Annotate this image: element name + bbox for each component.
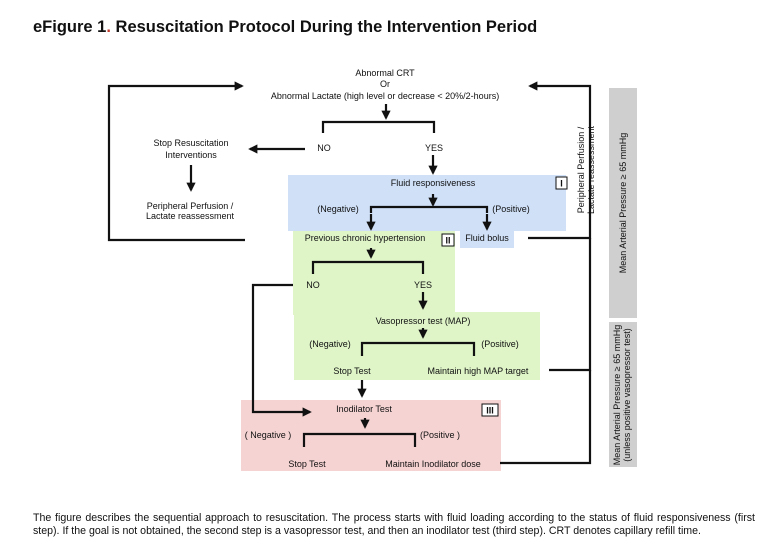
start-line2: Or bbox=[380, 79, 390, 89]
arrow-step2-no-to-step3 bbox=[251, 283, 312, 417]
map-bottom-line2: (unless positive vasopressor test) bbox=[622, 328, 632, 462]
start-line1: Abnormal CRT bbox=[355, 68, 415, 78]
start-line3: Abnormal Lactate (high level or decrease… bbox=[271, 91, 499, 101]
figure-label: eFigure 1 bbox=[33, 18, 107, 36]
loop-right-back-to-start bbox=[528, 81, 592, 240]
step2-title: Previous chronic hypertension bbox=[305, 233, 426, 243]
connector-step2-split bbox=[311, 260, 425, 274]
connector-maintain-inodilator-to-sidebar bbox=[500, 370, 592, 465]
reassess-right-line2: Lactate reassessment bbox=[586, 125, 596, 214]
step1-fluid-bolus: Fluid bolus bbox=[465, 233, 509, 243]
step2-positive: (Positive) bbox=[481, 339, 519, 349]
map-sidebar-bottom bbox=[609, 322, 637, 467]
figure-title-text: Resuscitation Protocol During the Interv… bbox=[110, 18, 538, 36]
maintain-inodilator-dose: Maintain Inodilator dose bbox=[385, 459, 481, 469]
step3-badge bbox=[481, 403, 499, 417]
stop-line2: Interventions bbox=[165, 150, 217, 160]
title-separator: . bbox=[106, 18, 111, 36]
step1-negative: (Negative) bbox=[317, 204, 359, 214]
figure-title: eFigure 1. Resuscitation Protocol During… bbox=[33, 18, 537, 37]
map-bottom-line1: Mean Arterial Pressure ≥ 65 mmHg bbox=[612, 325, 622, 466]
step1-title: Fluid responsiveness bbox=[391, 178, 476, 188]
step2-stop-test: Stop Test bbox=[333, 366, 371, 376]
step3-title: Inodilator Test bbox=[336, 404, 392, 414]
step2-no: NO bbox=[306, 280, 320, 290]
step2-box-upper bbox=[293, 231, 455, 315]
maintain-map-target: Maintain high MAP target bbox=[428, 366, 529, 376]
step2-negative: (Negative) bbox=[309, 339, 351, 349]
step1-badge-label: I bbox=[560, 179, 563, 189]
step2-badge-label: II bbox=[445, 236, 450, 246]
loop-left-back-to-start bbox=[107, 81, 245, 242]
connector-maintain-map-to-sidebar bbox=[549, 238, 592, 372]
step1-badge bbox=[555, 176, 568, 190]
reassess-left-line1: Peripheral Perfusion / bbox=[147, 201, 234, 211]
step3-stop-test: Stop Test bbox=[288, 459, 326, 469]
connector-vasopressor-split bbox=[360, 341, 476, 356]
map-sidebar-top bbox=[609, 88, 637, 318]
vasopressor-test: Vasopressor test (MAP) bbox=[376, 316, 471, 326]
step3-badge-label: III bbox=[486, 406, 494, 416]
connector-no-yes-split bbox=[321, 120, 436, 133]
reassess-right-line1: Peripheral Perfusion / bbox=[576, 126, 586, 213]
stop-line1: Stop Resuscitation bbox=[153, 138, 228, 148]
connector-step1-split bbox=[369, 205, 489, 213]
step2-yes: YES bbox=[414, 280, 432, 290]
step1-fluid-bolus-box bbox=[460, 231, 514, 248]
step3-negative: ( Negative ) bbox=[245, 430, 292, 440]
decision-yes: YES bbox=[425, 143, 443, 153]
reassess-left-line2: Lactate reassessment bbox=[146, 211, 235, 221]
step1-box bbox=[288, 175, 566, 231]
connector-step3-split bbox=[302, 432, 417, 447]
step2-box-lower bbox=[294, 312, 540, 380]
step3-positive: (Positive ) bbox=[420, 430, 460, 440]
step1-positive: (Positive) bbox=[492, 204, 530, 214]
figure-caption: The figure describes the sequential appr… bbox=[33, 512, 755, 537]
map-top-label: Mean Arterial Pressure ≥ 65 mmHg bbox=[618, 133, 628, 274]
decision-no: NO bbox=[317, 143, 331, 153]
step2-badge bbox=[441, 233, 455, 247]
